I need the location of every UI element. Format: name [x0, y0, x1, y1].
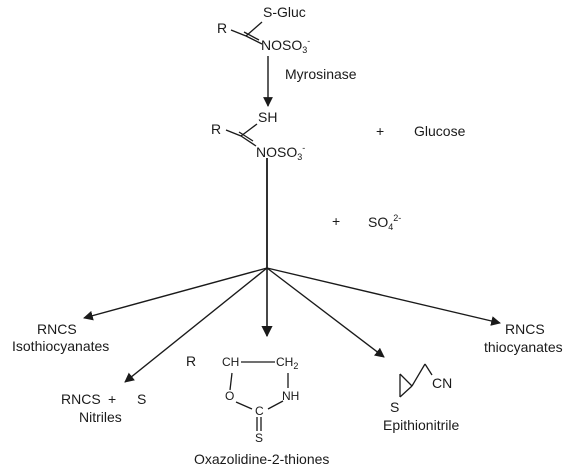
oxazolidine-s: S — [255, 431, 264, 445]
epithionitrile-name: Epithionitrile — [383, 417, 460, 433]
isothiocyanate-formula: RNCS — [37, 321, 77, 337]
oxazolidine-ch2: CH2 — [276, 355, 299, 371]
aglucone-sh: SH — [258, 109, 278, 125]
glucosinolate-r-group: R — [217, 20, 228, 36]
oxazolidine-ch: CH — [222, 355, 240, 369]
oxazolidine-ring-bonds — [229, 361, 289, 431]
thiocyanate-name: thiocyanates — [484, 339, 563, 355]
nitrile-sulfur: S — [137, 391, 147, 407]
glucose-label: Glucose — [414, 123, 466, 139]
glucosinolate-noso3: NOSO3- — [261, 36, 311, 55]
nitrile-formula: RNCS — [61, 391, 101, 407]
epithionitrile-arrow — [266, 267, 385, 358]
aglucone-r-group: R — [211, 121, 222, 137]
epithionitrile-bonds — [399, 363, 433, 398]
oxazolidine-c: C — [255, 404, 264, 418]
thiocyanate-formula: RNCS — [505, 321, 545, 337]
glucose-plus: + — [376, 123, 385, 139]
aglucone-bonds — [225, 123, 258, 147]
epithionitrile-cn: CN — [432, 375, 453, 391]
glucosinolate-bonds — [230, 21, 263, 45]
sulfate-plus: + — [332, 213, 341, 229]
nitrile-name: Nitriles — [79, 409, 122, 425]
oxazolidine-nh: NH — [282, 389, 300, 403]
oxazolidine-r-group: R — [186, 353, 197, 369]
thiocyanate-arrow — [266, 267, 501, 326]
nitrile-plus: + — [108, 391, 117, 407]
oxazolidine-name: Oxazolidine-2-thiones — [194, 451, 330, 467]
glucosinolate-s-gluc: S-Gluc — [263, 4, 306, 20]
isothiocyanate-name: Isothiocyanates — [12, 338, 110, 354]
nitrile-arrow — [124, 267, 268, 383]
isothiocyanate-arrow — [83, 267, 268, 321]
epithionitrile-s: S — [390, 399, 400, 415]
aglucone-noso3: NOSO3- — [256, 143, 306, 162]
myrosinase-label: Myrosinase — [285, 66, 357, 82]
oxazolidine-o: O — [225, 389, 235, 403]
sulfate-label: SO42- — [368, 213, 402, 232]
